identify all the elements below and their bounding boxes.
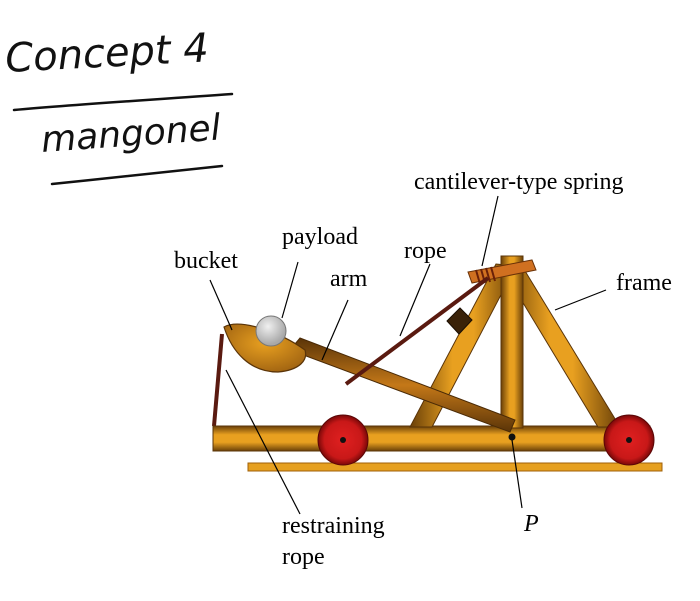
leader-lines bbox=[209, 195, 607, 515]
heading-underline-1 bbox=[12, 92, 234, 112]
leader-payload bbox=[281, 261, 299, 319]
stop-block bbox=[446, 307, 473, 335]
pivot-point bbox=[508, 433, 516, 441]
handwritten-heading: Concept 4 mangonel bbox=[4, 25, 234, 186]
label-payload: payload bbox=[282, 224, 358, 250]
label-pivot: P bbox=[523, 511, 539, 537]
ground-line bbox=[247, 462, 663, 472]
label-spring: cantilever-type spring bbox=[414, 169, 623, 195]
wheel-right bbox=[603, 414, 655, 466]
label-arm: arm bbox=[330, 266, 368, 292]
leader-arm bbox=[321, 299, 349, 361]
leader-pivot bbox=[511, 439, 523, 509]
wheel-left bbox=[317, 414, 369, 466]
rope bbox=[344, 276, 490, 386]
label-frame: frame bbox=[616, 270, 672, 296]
leader-rope bbox=[399, 263, 431, 337]
arm bbox=[289, 337, 516, 433]
cantilever-spring bbox=[467, 259, 537, 284]
leader-frame bbox=[554, 289, 607, 311]
label-restraining-line2: rope bbox=[282, 544, 325, 570]
label-bucket: bucket bbox=[174, 248, 238, 274]
leader-bucket bbox=[209, 279, 233, 331]
label-rope: rope bbox=[404, 238, 447, 264]
heading-line1: Concept 4 bbox=[4, 25, 210, 82]
heading-line2: mangonel bbox=[40, 108, 222, 161]
payload-ball bbox=[255, 315, 287, 347]
restraining-rope bbox=[212, 333, 224, 427]
label-restraining-line1: restraining bbox=[282, 513, 385, 539]
leader-spring bbox=[481, 195, 499, 267]
leader-restraining bbox=[225, 369, 301, 515]
heading-underline-2 bbox=[50, 164, 224, 186]
spring-winding bbox=[475, 266, 496, 285]
frame-post bbox=[500, 255, 524, 429]
base-beam bbox=[212, 425, 651, 452]
